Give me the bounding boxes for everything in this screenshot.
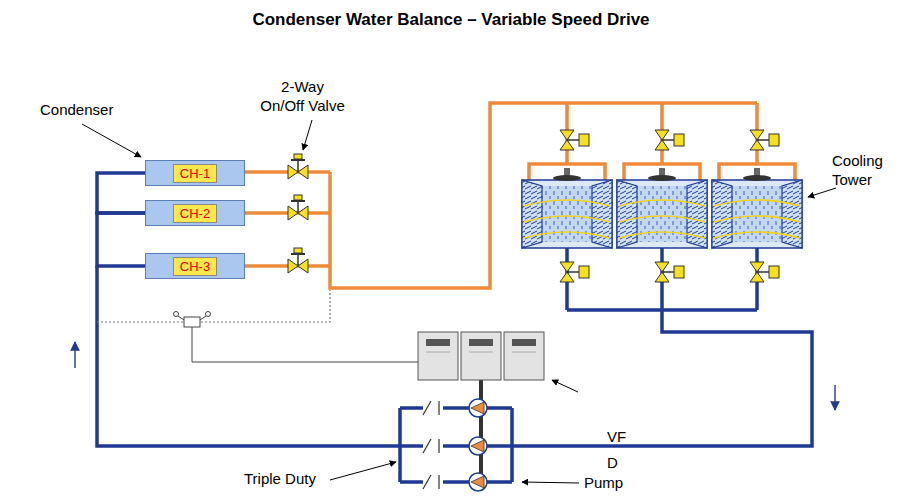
supply-pipe	[97, 213, 145, 266]
chiller-condenser: CH-3	[145, 253, 245, 279]
pump-symbol	[469, 473, 487, 491]
disconnect-switch	[421, 475, 443, 489]
dp-sensor	[184, 317, 200, 327]
cooling-tower	[617, 164, 707, 248]
vfd-panel	[504, 332, 544, 380]
on-off-valve	[288, 154, 308, 179]
disconnect-switch	[421, 401, 443, 415]
tower-outlet-valve	[560, 262, 589, 282]
signal-wire	[192, 327, 418, 362]
diagram-title: Condenser Water Balance – Variable Speed…	[0, 10, 902, 30]
part-label: Pump	[584, 474, 623, 493]
drive-cable	[479, 380, 483, 476]
flow-arrow	[834, 385, 835, 410]
cool-pipe	[97, 248, 812, 482]
on-off-valve	[288, 195, 308, 220]
tower-inlet-valve	[655, 130, 684, 150]
chiller-tag: CH-2	[173, 204, 217, 223]
leader-line	[522, 482, 579, 483]
cooling-tower	[712, 164, 802, 248]
sensing-line	[97, 290, 330, 322]
sensor-tap	[174, 312, 179, 317]
pump-symbol	[469, 399, 487, 417]
tower-inlet-valve	[560, 130, 589, 150]
cooling-tower	[522, 164, 612, 248]
chiller-tag: CH-3	[173, 257, 217, 276]
chiller-condenser: CH-1	[145, 160, 245, 186]
pump-symbol	[469, 437, 487, 455]
sensor-tap	[206, 312, 211, 317]
flow-arrow	[74, 342, 75, 368]
leader-line	[330, 462, 396, 480]
vfd-panel	[418, 332, 458, 380]
on-off-valve	[288, 248, 308, 273]
leader-line	[808, 188, 836, 197]
part-label: VF D	[607, 424, 631, 476]
chiller-condenser: CH-2	[145, 200, 245, 226]
leader-line	[82, 124, 141, 157]
leader-line	[303, 120, 312, 150]
part-label: Cooling Tower	[832, 152, 894, 190]
tower-outlet-valve	[655, 262, 684, 282]
part-label: Condenser	[40, 101, 113, 120]
tower-outlet-valve	[750, 262, 779, 282]
tower-inlet-valve	[750, 130, 779, 150]
part-label: Triple Duty	[244, 470, 316, 489]
warm-pipe	[245, 103, 757, 288]
vfd-panel	[461, 332, 501, 380]
chiller-tag: CH-1	[173, 164, 217, 183]
supply-pipe	[97, 173, 145, 213]
leader-line	[552, 380, 578, 392]
disconnect-switch	[421, 439, 443, 453]
part-label: 2-Way On/Off Valve	[258, 78, 347, 116]
